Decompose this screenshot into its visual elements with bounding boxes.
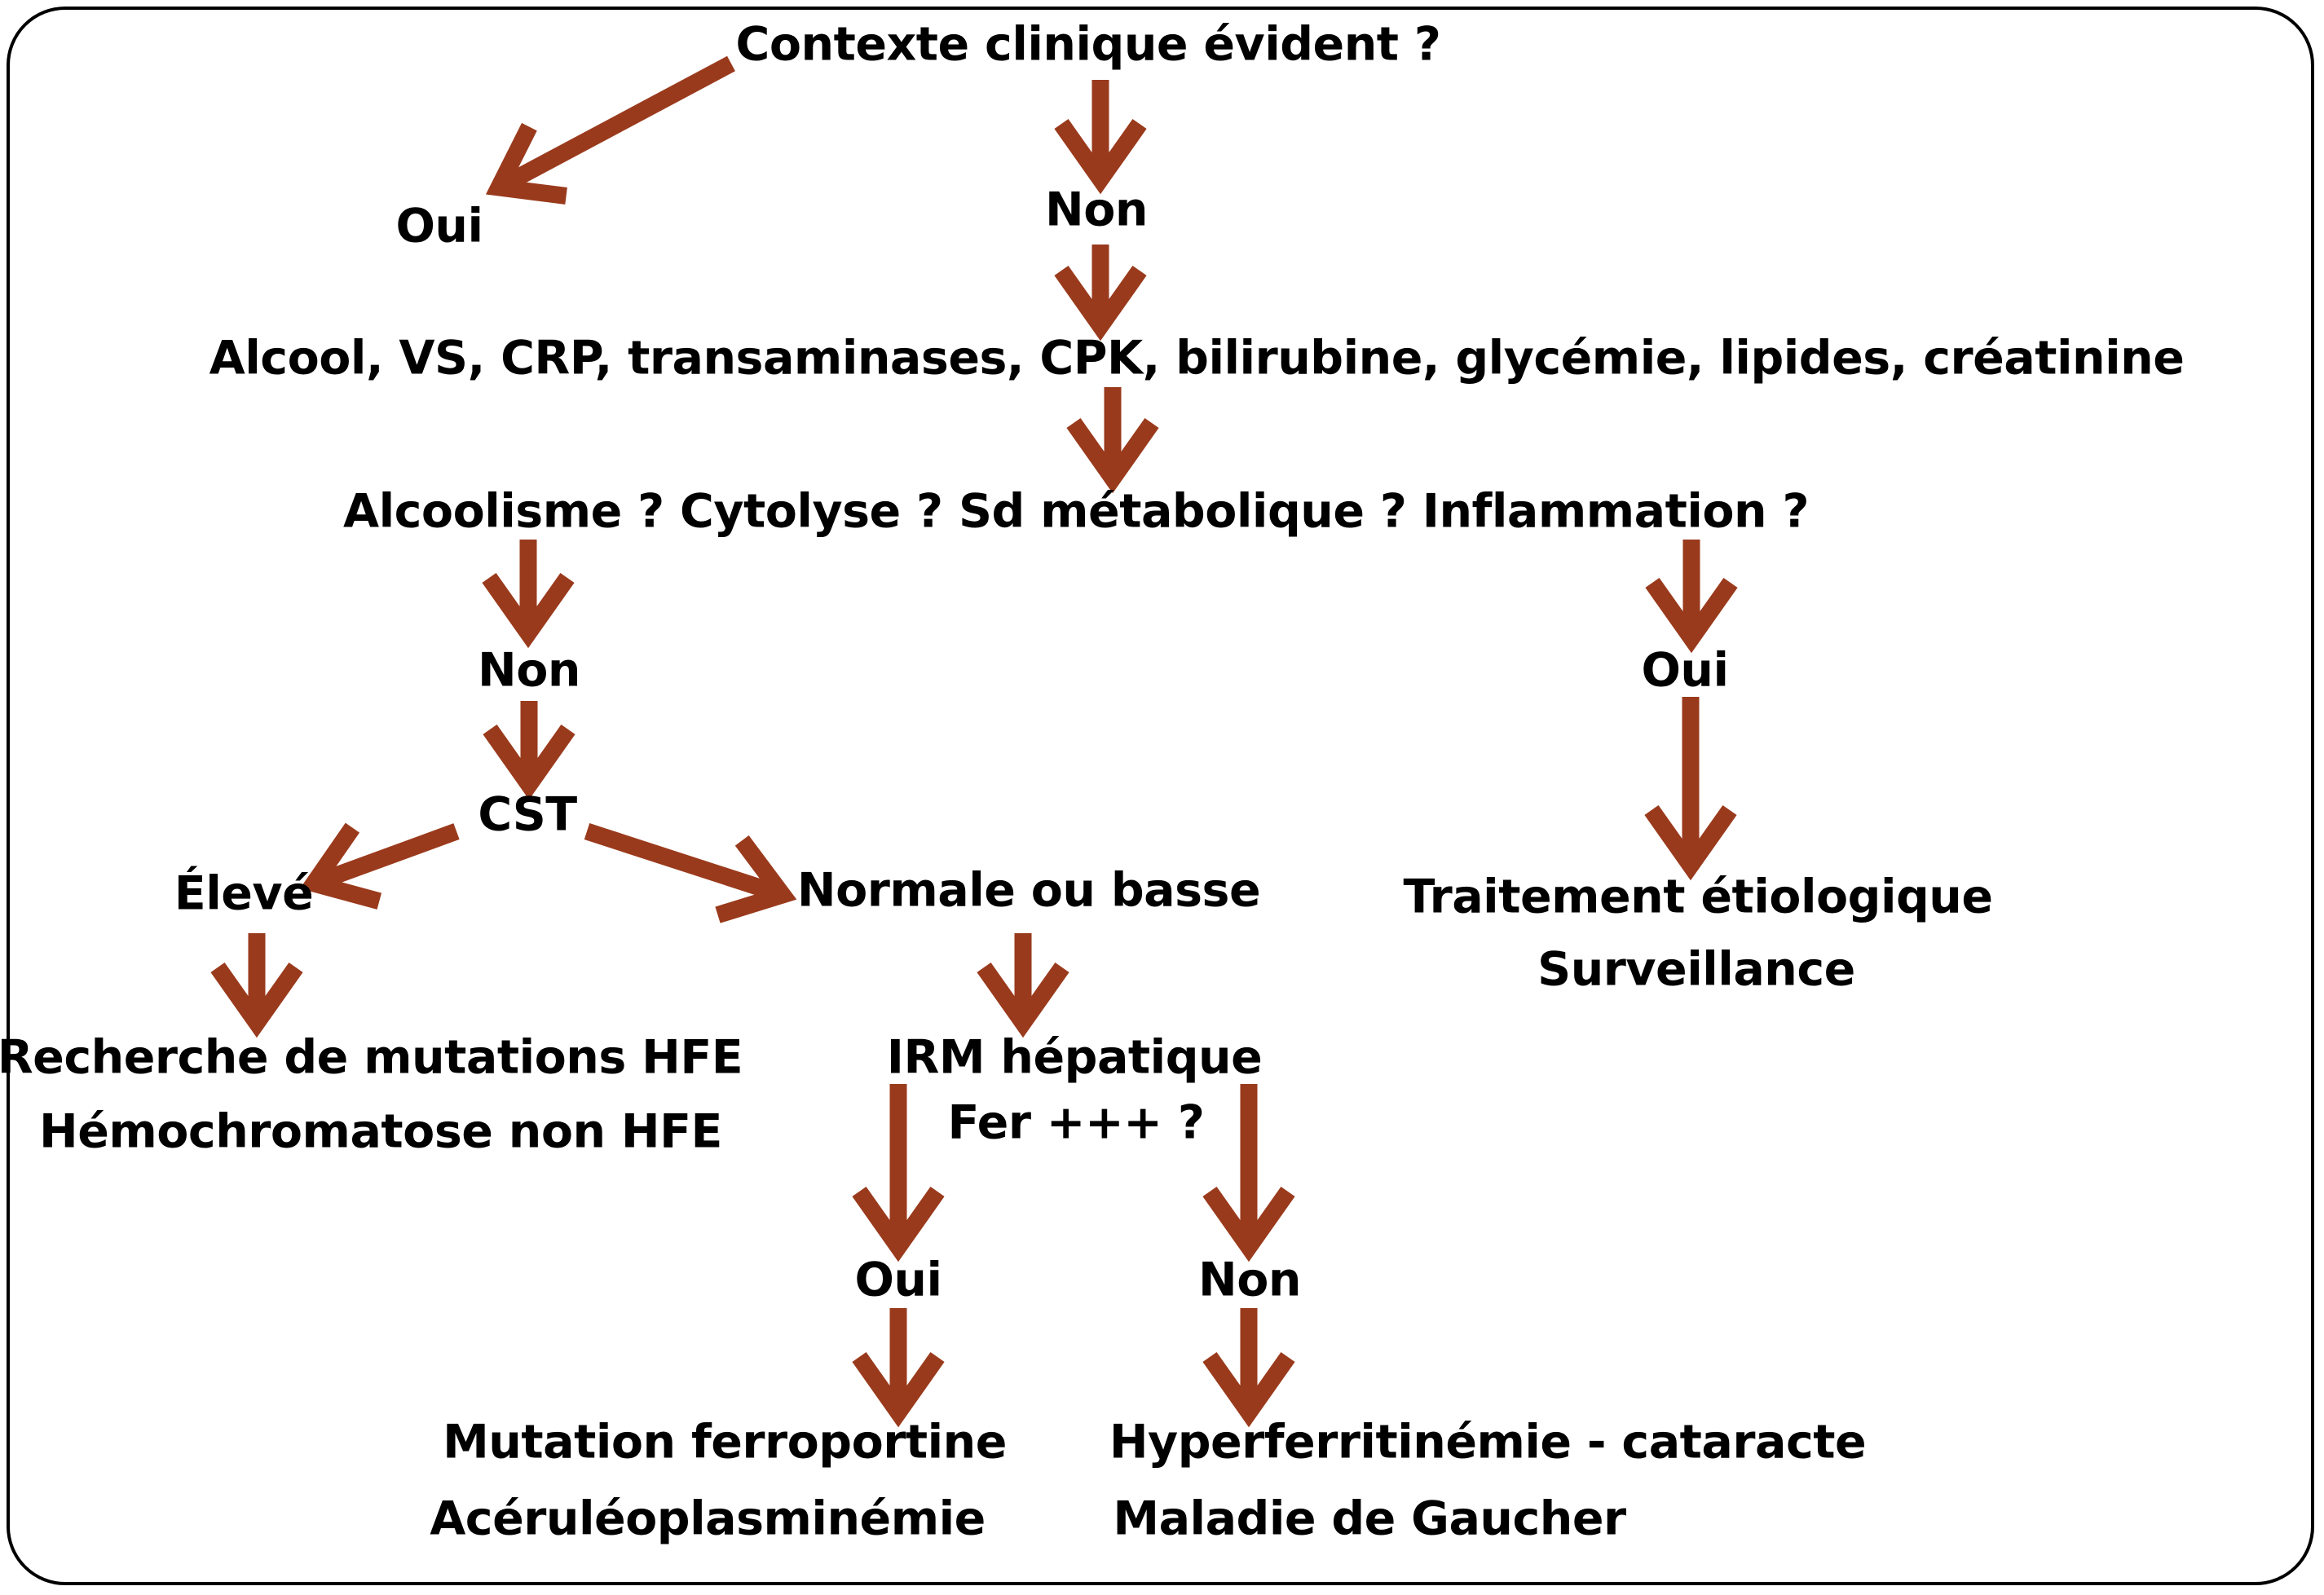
arrow-irm-to-oui [852,1084,945,1262]
arrow-cst-to-eleve [299,822,460,910]
arrow-questions-to-oui-head [1645,577,1738,654]
node-hfe-line1: Recherche de mutations HFE [0,1030,743,1085]
arrow-context-to-non [1054,80,1147,195]
node-irm-line2: Fer +++ ? [947,1095,1205,1150]
arrow-cst-to-normale-shaft [584,823,781,902]
node-hfe-line2: Hémochromatose non HFE [39,1104,723,1159]
arrow-context-to-oui [485,55,735,205]
arrow-cst-to-eleve-head [299,822,382,910]
node-cst: CST [478,787,577,842]
arrow-questions-to-non-head [482,572,575,649]
node-normale-basse: Normale ou basse [796,863,1261,918]
arrow-irm-to-oui-head [852,1186,945,1262]
arrow-normale-to-irm [977,933,1069,1038]
arrow-non-to-tests [1054,245,1147,341]
node-ferro-line2: Acéruléoplasminémie [430,1491,986,1546]
arrow-irm-to-non-head [1202,1186,1295,1262]
arrow-questions-to-non [482,540,575,649]
arrow-oui-to-traitement-head [1644,804,1737,881]
arrow-context-to-oui-shaft [499,55,735,193]
arrow-non-to-hyper [1202,1308,1295,1428]
node-ferro-line1: Mutation ferroportine [443,1415,1007,1469]
node-context-question: Contexte clinique évident ? [735,17,1441,72]
node-questions-oui: Oui [1641,643,1729,698]
arrow-normale-to-irm-head [977,962,1069,1038]
arrow-eleve-to-hfe-head [210,962,303,1038]
arrow-oui-to-ferro-head [852,1351,945,1428]
node-context-oui: Oui [395,199,483,253]
node-irm-oui: Oui [854,1253,942,1307]
arrow-non-to-cst-head [483,724,575,800]
diagram-frame [7,7,2314,1585]
node-tests: Alcool, VS, CRP, transaminases, CPK, bil… [209,331,2185,386]
arrow-cst-to-normale [584,823,797,923]
arrow-irm-to-non [1202,1084,1295,1262]
node-irm-line1: IRM hépatique [886,1030,1263,1085]
arrow-cst-to-normale-head [715,835,797,923]
arrow-context-to-non-head [1054,118,1147,195]
arrow-questions-to-oui [1645,540,1738,654]
node-traitement-line1: Traitement étiologique [1403,870,1993,924]
arrow-tests-to-questions-head [1066,417,1159,494]
arrow-eleve-to-hfe [210,933,303,1038]
arrow-non-to-tests-head [1054,265,1147,341]
node-traitement-line2: Surveillance [1537,942,1855,997]
node-hyper-line1: Hyperferritinémie - cataracte [1109,1415,1867,1469]
node-context-non: Non [1045,183,1148,237]
arrow-oui-to-ferro [852,1308,945,1428]
node-eleve: Élevé [174,866,314,921]
node-hyper-line2: Maladie de Gaucher [1113,1491,1626,1546]
arrow-cst-to-eleve-shaft [315,823,460,890]
arrow-oui-to-traitement [1644,697,1737,881]
node-questions: Alcoolisme ? Cytolyse ? Sd métabolique ?… [342,484,1810,539]
node-questions-non: Non [478,643,580,698]
arrow-non-to-cst [483,701,575,800]
arrow-tests-to-questions [1066,387,1159,494]
node-irm-non: Non [1198,1253,1301,1307]
arrow-context-to-oui-head [485,122,567,205]
arrow-non-to-hyper-head [1202,1351,1295,1428]
